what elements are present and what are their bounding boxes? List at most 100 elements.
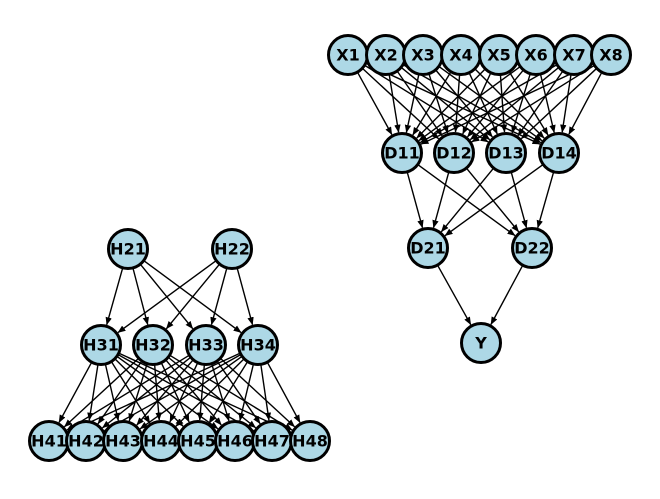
edge-X8-to-D14 — [568, 71, 603, 135]
edge-X6-to-D14 — [539, 73, 556, 134]
edge-D13-to-D22 — [510, 171, 528, 229]
edge-H22-to-H32 — [165, 263, 221, 330]
node-H43: H43 — [102, 420, 144, 462]
edge-H22-to-H33 — [210, 267, 228, 326]
node-circle-H32 — [132, 324, 174, 366]
edge-X1-to-D11 — [356, 71, 393, 136]
edge-H33-to-H46 — [210, 363, 230, 422]
edge-X6-to-D13 — [511, 73, 531, 134]
edge-X1-to-D12 — [361, 67, 440, 140]
edge-H22-to-H31 — [117, 259, 217, 334]
node-D14: D14 — [538, 132, 580, 174]
edge-H34-to-H43 — [139, 355, 243, 430]
edge-H34-to-H44 — [175, 358, 245, 427]
node-circle-D14 — [538, 132, 580, 174]
edge-H34-to-H46 — [238, 363, 255, 422]
node-circle-X1 — [327, 34, 369, 76]
node-circle-D13 — [485, 132, 527, 174]
node-X4: X4 — [440, 34, 482, 76]
edge-H33-to-H42 — [101, 356, 192, 429]
node-circle-H47 — [251, 420, 293, 462]
edge-H31-to-H47 — [117, 353, 255, 432]
edge-H32-to-H44 — [153, 364, 162, 421]
node-H41: H41 — [28, 420, 70, 462]
node-circle-H45 — [177, 420, 219, 462]
edge-H32-to-H47 — [167, 356, 257, 429]
node-X8: X8 — [590, 34, 632, 76]
edge-H33-to-H43 — [136, 359, 194, 426]
edge-H33-to-H44 — [169, 362, 199, 423]
edges-layer — [58, 62, 603, 433]
edge-X5-to-D11 — [416, 68, 486, 139]
node-circle-X2 — [365, 34, 407, 76]
node-Y: Y — [460, 322, 502, 364]
node-circle-H43 — [102, 420, 144, 462]
edge-X1-to-D14 — [365, 62, 541, 145]
node-H21: H21 — [107, 228, 149, 270]
node-X5: X5 — [478, 34, 520, 76]
edge-D11-to-D22 — [417, 163, 516, 237]
node-circle-X5 — [478, 34, 520, 76]
edge-X7-to-D11 — [419, 64, 558, 144]
node-circle-H42 — [65, 420, 107, 462]
edge-X2-to-D11 — [388, 74, 401, 133]
node-H45: H45 — [177, 420, 219, 462]
edge-H32-to-H45 — [160, 362, 190, 423]
edge-H34-to-H47 — [260, 364, 272, 421]
edge-X6-to-D11 — [418, 65, 521, 142]
edge-X7-to-D14 — [560, 74, 572, 133]
node-H44: H44 — [140, 420, 182, 462]
node-circle-D22 — [511, 227, 553, 269]
edge-X8-to-D12 — [471, 64, 595, 143]
edge-D13-to-D21 — [440, 167, 495, 233]
edge-X2-to-D12 — [396, 70, 443, 137]
edge-H32-to-H42 — [97, 360, 143, 425]
edge-H32-to-H43 — [128, 363, 148, 422]
node-D11: D11 — [381, 132, 423, 174]
edge-H21-to-H31 — [105, 267, 124, 326]
edge-H32-to-H41 — [63, 357, 140, 428]
node-circle-H41 — [28, 420, 70, 462]
edge-X3-to-D12 — [428, 73, 449, 134]
edge-X8-to-D13 — [520, 67, 598, 140]
edge-H33-to-H45 — [197, 364, 206, 421]
node-H46: H46 — [214, 420, 256, 462]
node-H33: H33 — [185, 324, 227, 366]
edge-H33-to-H47 — [216, 360, 261, 425]
node-circle-D12 — [433, 132, 475, 174]
edge-H31-to-H42 — [87, 364, 99, 421]
edge-X5-to-D12 — [462, 72, 492, 135]
node-circle-Y — [460, 322, 502, 364]
node-circle-H21 — [107, 228, 149, 270]
node-X7: X7 — [553, 34, 595, 76]
node-H32: H32 — [132, 324, 174, 366]
node-circle-X3 — [402, 34, 444, 76]
edge-H34-to-H45 — [208, 361, 249, 424]
edge-X5-to-D14 — [508, 71, 549, 136]
node-circle-X6 — [515, 34, 557, 76]
edge-H22-to-H34 — [236, 267, 254, 326]
edge-D22-to-Y — [490, 264, 524, 325]
node-X1: X1 — [327, 34, 369, 76]
node-X6: X6 — [515, 34, 557, 76]
node-circle-H44 — [140, 420, 182, 462]
node-circle-H22 — [211, 228, 253, 270]
node-circle-H34 — [237, 324, 279, 366]
node-H42: H42 — [65, 420, 107, 462]
node-circle-X7 — [553, 34, 595, 76]
edge-H31-to-H46 — [116, 355, 219, 430]
node-X3: X3 — [402, 34, 444, 76]
edge-D12-to-D21 — [432, 171, 450, 229]
edge-H31-to-H44 — [110, 361, 151, 424]
node-H31: H31 — [80, 324, 122, 366]
edge-H33-to-H41 — [66, 354, 190, 431]
edge-H21-to-H32 — [132, 267, 149, 326]
edge-D11-to-D21 — [406, 171, 424, 229]
edge-H31-to-H48 — [118, 352, 292, 433]
edge-X4-to-D14 — [474, 68, 545, 139]
edge-X8-to-D11 — [420, 62, 594, 145]
node-circle-D21 — [407, 227, 449, 269]
node-H48: H48 — [289, 420, 331, 462]
node-circle-X4 — [440, 34, 482, 76]
